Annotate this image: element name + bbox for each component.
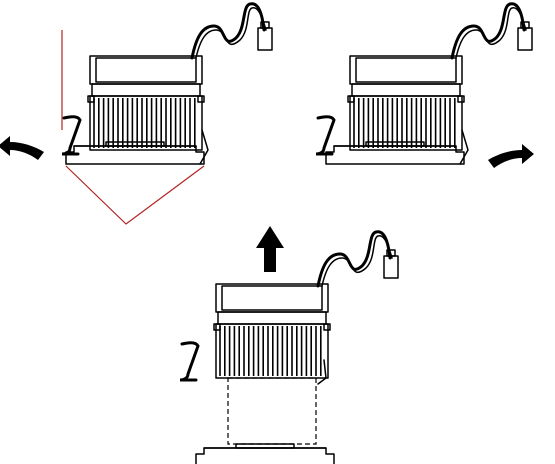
push-right-arrow	[488, 144, 534, 168]
fan-cable	[192, 4, 272, 58]
retention-lever	[180, 343, 198, 380]
fan-heatsink-assembly	[348, 56, 464, 150]
step-3-lift-heatsink	[180, 226, 398, 464]
retention-lever	[62, 117, 80, 154]
retention-clip	[318, 360, 326, 384]
lift-up-arrow	[256, 226, 284, 272]
cpu-socket	[196, 444, 334, 464]
fan-heatsink-assembly	[214, 284, 330, 378]
push-left-arrow	[0, 136, 44, 160]
lifted-outline	[228, 378, 316, 444]
retention-lever	[316, 117, 334, 154]
cpu-socket	[326, 142, 464, 164]
fan-cable	[318, 232, 398, 286]
fan-cable	[452, 4, 532, 58]
cpu-socket	[66, 142, 204, 164]
step-2-release-clip	[316, 4, 534, 168]
step-1-unlock-lever	[0, 4, 272, 224]
fan-heatsink-assembly	[88, 56, 204, 150]
callout-line-v	[66, 166, 204, 224]
